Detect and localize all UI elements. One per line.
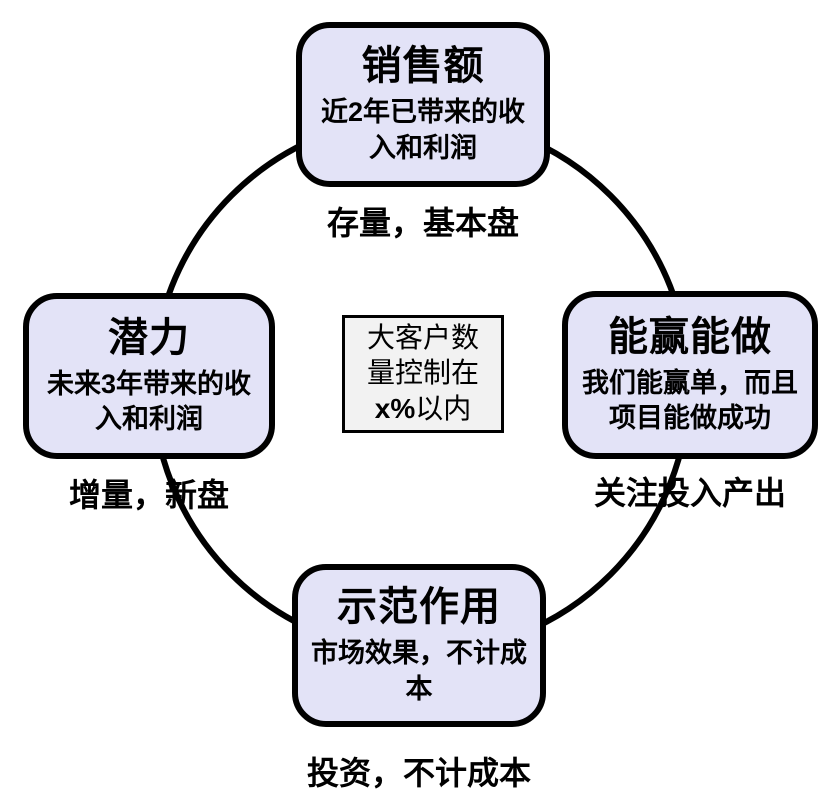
node-showcase-desc: 市场效果，不计成本 (311, 638, 527, 704)
node-winnable-title: 能赢能做 (608, 314, 772, 359)
node-showcase-title: 示范作用 (337, 585, 501, 630)
node-sales: 销售额 近2年已带来的收入和利润 (296, 22, 550, 187)
center-note-line3: x%以内 (375, 391, 471, 427)
center-note-highlight: x% (374, 393, 416, 424)
node-potential-desc: 未来3年带来的收入和利润 (46, 368, 252, 434)
node-sales-desc: 近2年已带来的收入和利润 (320, 97, 526, 163)
caption-potential: 增量，新盘 (68, 477, 229, 513)
caption-sales: 存量，基本盘 (326, 205, 519, 241)
node-potential-title: 潜力 (108, 315, 190, 360)
caption-showcase: 投资，不计成本 (306, 755, 531, 791)
center-note-line1: 大客户数 (366, 323, 479, 354)
node-potential: 潜力 未来3年带来的收入和利润 (23, 293, 275, 459)
center-note-line2: 量控制在 (366, 358, 479, 389)
center-note: 大客户数 量控制在 x%以内 (342, 315, 504, 433)
node-winnable: 能赢能做 我们能赢单，而且项目能做成功 (562, 291, 818, 459)
node-showcase: 示范作用 市场效果，不计成本 (292, 564, 546, 727)
caption-winnable: 关注投入产出 (593, 475, 786, 511)
node-sales-title: 销售额 (361, 44, 485, 89)
center-note-suffix: 以内 (415, 394, 472, 425)
node-winnable-desc: 我们能赢单，而且项目能做成功 (582, 367, 798, 433)
